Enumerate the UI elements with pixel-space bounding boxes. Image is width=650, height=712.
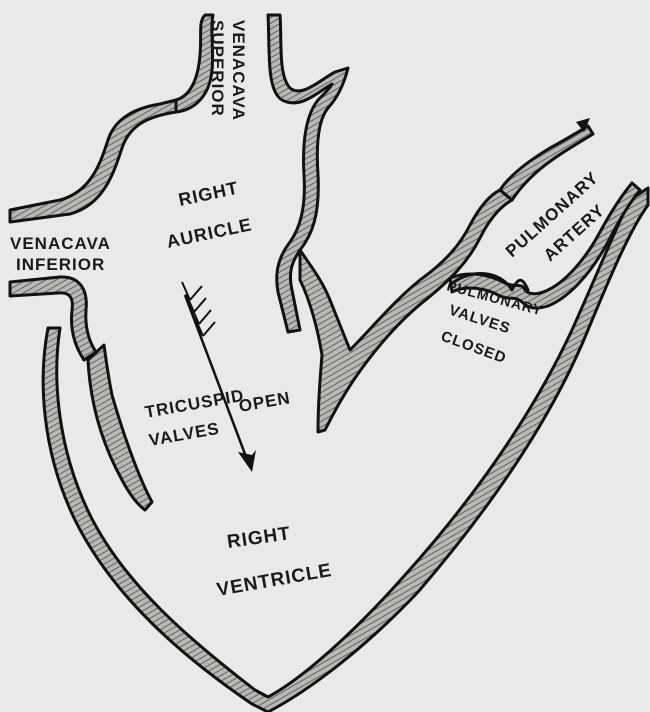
label-right-ventricle-line1: RIGHT	[226, 523, 292, 553]
venacava-superior-left-wall	[176, 15, 213, 112]
label-venacava-superior-line2: SUPERIOR	[208, 20, 227, 117]
label-tricuspid-line2: VALVES	[147, 419, 221, 450]
venacava-inferior-upper-wall	[10, 100, 176, 222]
label-right-auricle-line2: AURICLE	[165, 214, 254, 252]
label-tricuspid-line3: OPEN	[237, 388, 292, 416]
label-venacava-inferior-line2: INFERIOR	[16, 255, 105, 274]
label-right-ventricle-line2: VENTRICLE	[215, 560, 334, 601]
tricuspid-flow-arrow	[182, 282, 256, 472]
label-venacava-superior-line1: VENACAVA	[229, 20, 248, 121]
label-right-auricle-line1: RIGHT	[177, 178, 241, 210]
label-venacava-inferior-line1: VENACAVA	[10, 234, 111, 253]
ventricle-inner-wall	[88, 345, 152, 510]
heart-outer-wall	[43, 188, 648, 712]
